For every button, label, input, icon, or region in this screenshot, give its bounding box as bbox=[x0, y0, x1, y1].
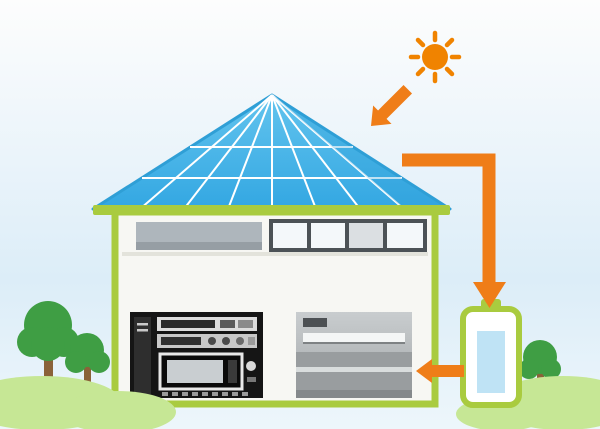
house bbox=[93, 205, 450, 408]
microwave-window bbox=[167, 360, 223, 383]
upper-windows bbox=[269, 219, 427, 252]
sunlight-arrow-icon bbox=[371, 84, 413, 126]
dishwasher-control bbox=[303, 318, 327, 327]
sun-rays bbox=[408, 30, 462, 84]
panel-to-battery-arrow-icon bbox=[402, 153, 506, 308]
dishwasher-appliance bbox=[296, 312, 412, 398]
range-hood bbox=[136, 222, 262, 250]
dial-icon bbox=[246, 361, 256, 371]
roof-shading bbox=[272, 95, 450, 209]
dishwasher-handle bbox=[303, 333, 405, 342]
battery-to-appliance-arrow-icon bbox=[416, 359, 464, 383]
tree-foliage bbox=[519, 340, 561, 379]
knob-icon bbox=[222, 337, 230, 345]
tree-trunk bbox=[44, 340, 53, 404]
roof-fascia bbox=[93, 205, 450, 215]
knob-icon bbox=[236, 337, 244, 345]
av-side-panel bbox=[134, 317, 151, 394]
av-appliance bbox=[130, 312, 263, 398]
battery-cell bbox=[477, 331, 505, 393]
bush-left bbox=[0, 376, 176, 429]
floor-divider bbox=[122, 252, 428, 256]
av-button-row bbox=[162, 392, 248, 396]
tree-foliage bbox=[65, 333, 110, 373]
knob-icon bbox=[208, 337, 216, 345]
window-panes bbox=[273, 223, 423, 248]
solar-panel-grid bbox=[139, 94, 405, 210]
battery-unit bbox=[460, 299, 522, 408]
sun-icon bbox=[408, 30, 462, 84]
